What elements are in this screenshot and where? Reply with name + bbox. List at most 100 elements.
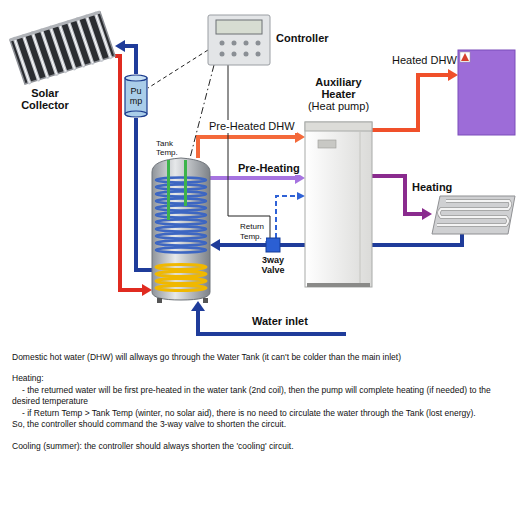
text-holder: Heating bbox=[412, 181, 452, 194]
connector-line bbox=[124, 46, 137, 74]
note-line: Cooling (summer): the controller should … bbox=[12, 441, 518, 452]
node-heading: Controller bbox=[276, 32, 329, 45]
collector-frame bbox=[10, 12, 115, 84]
button bbox=[256, 52, 261, 57]
button bbox=[244, 52, 249, 57]
text-holder: (Heat pump) bbox=[293, 100, 384, 112]
sensor-tube bbox=[184, 160, 187, 206]
connector-line bbox=[148, 50, 208, 88]
arrowhead bbox=[448, 69, 458, 81]
button bbox=[220, 41, 225, 46]
pipe-connector bbox=[280, 234, 462, 245]
edge-label: Pre-Heated DHW bbox=[207, 120, 297, 133]
arrowhead bbox=[422, 208, 432, 220]
pump-top bbox=[125, 75, 147, 81]
controller-device bbox=[208, 15, 270, 65]
arrowhead bbox=[115, 40, 125, 52]
text-holder: Tank Temp. bbox=[156, 139, 184, 157]
heating-coil bbox=[156, 178, 206, 253]
connector-line bbox=[210, 176, 297, 180]
pump: Pu mp bbox=[124, 74, 148, 118]
text-holder: Pu mp bbox=[124, 74, 148, 118]
pipe-connector bbox=[136, 118, 152, 270]
dhw-panel bbox=[458, 50, 515, 135]
text-holder: Heated DHW bbox=[392, 54, 457, 67]
floor-heating: Heating bbox=[432, 196, 515, 234]
label-holder: Water inlet bbox=[250, 315, 310, 328]
text-holder: Auxiliary Heater bbox=[303, 76, 374, 100]
water-inlet-arrow bbox=[191, 301, 346, 334]
text-holder: Solar Collector bbox=[14, 87, 76, 111]
cabinet-top bbox=[305, 122, 372, 131]
floor-pipe bbox=[437, 201, 510, 225]
node-heading: Heating bbox=[412, 181, 452, 194]
cabinet-edge bbox=[360, 131, 361, 283]
connector-line bbox=[276, 196, 299, 238]
dhw-outlet: Heated DHW bbox=[458, 50, 515, 135]
arrowhead bbox=[297, 192, 305, 200]
button bbox=[256, 41, 261, 46]
tank-foot bbox=[203, 298, 208, 303]
node-heading: Auxiliary Heater bbox=[303, 76, 374, 100]
connector-line bbox=[198, 137, 297, 158]
controller-screen bbox=[216, 20, 262, 34]
pipe-connector bbox=[115, 40, 136, 74]
storage-tank: Tank Temp. bbox=[152, 158, 210, 300]
node-heading: (Heat pump) bbox=[293, 100, 384, 112]
pipe-connector bbox=[198, 131, 305, 158]
pump-body bbox=[125, 78, 147, 114]
cabinet-body bbox=[305, 122, 372, 287]
label-holder: Pre-Heated DHW bbox=[207, 120, 297, 133]
floor-heating-drawing bbox=[432, 196, 515, 234]
connector-line bbox=[190, 65, 214, 158]
node-heading: Tank Temp. bbox=[156, 139, 184, 157]
three-way-valve: 3way Valve bbox=[266, 238, 280, 252]
node-heading: 3way Valve bbox=[253, 255, 293, 275]
heat-pump-cabinet bbox=[305, 122, 372, 287]
tank-shell bbox=[152, 158, 210, 300]
arrowhead bbox=[191, 301, 205, 311]
collector-header bbox=[10, 12, 100, 40]
connector-line bbox=[280, 234, 462, 245]
button bbox=[244, 41, 249, 46]
tube-highlight bbox=[15, 13, 111, 82]
pipe-connector bbox=[228, 65, 270, 238]
dhw-tap-panel bbox=[458, 50, 515, 135]
connector-line bbox=[136, 118, 152, 270]
pump-cylinder bbox=[125, 75, 147, 117]
node-text: Pu mp bbox=[125, 86, 147, 106]
floor-pipe-shadow bbox=[437, 201, 510, 225]
storage-tank-drawing bbox=[152, 158, 210, 303]
inlet-pipe bbox=[198, 310, 346, 334]
connector-line bbox=[219, 243, 267, 247]
controller-case bbox=[208, 15, 270, 65]
part-label: Return Temp. bbox=[238, 222, 266, 241]
node-heading: Heated DHW bbox=[392, 54, 457, 67]
pipe-connector bbox=[115, 56, 152, 296]
sensor-tube bbox=[167, 160, 170, 220]
dhw-icon-mark bbox=[461, 53, 469, 61]
cabinet-base bbox=[307, 283, 370, 287]
connector-line bbox=[228, 65, 270, 238]
solar-coil bbox=[156, 265, 206, 291]
edge-label: Pre-Heating bbox=[236, 162, 302, 175]
note-line: - the returned water will be first pre-h… bbox=[12, 385, 518, 407]
connector-line bbox=[372, 75, 450, 130]
node-heading: Solar Collector bbox=[14, 87, 76, 111]
pump-bottom bbox=[125, 111, 147, 117]
vacuum-tubes bbox=[15, 13, 111, 82]
controller-box: Controller bbox=[208, 15, 270, 65]
solar-collector: Solar Collector bbox=[10, 12, 115, 84]
note-line: Domestic hot water (DHW) will allways go… bbox=[12, 352, 518, 363]
controller-buttons bbox=[220, 41, 261, 57]
pipe-connector bbox=[148, 50, 208, 88]
part-label: Water inlet bbox=[250, 315, 310, 328]
cabinet-display bbox=[318, 140, 336, 148]
tank-foot bbox=[157, 298, 162, 303]
text-holder: Controller bbox=[276, 32, 329, 45]
floor-slab bbox=[432, 196, 515, 234]
pipe-connector bbox=[372, 69, 458, 130]
button bbox=[220, 52, 225, 57]
auxiliary-heater: Auxiliary Heater(Heat pump) bbox=[305, 122, 372, 287]
